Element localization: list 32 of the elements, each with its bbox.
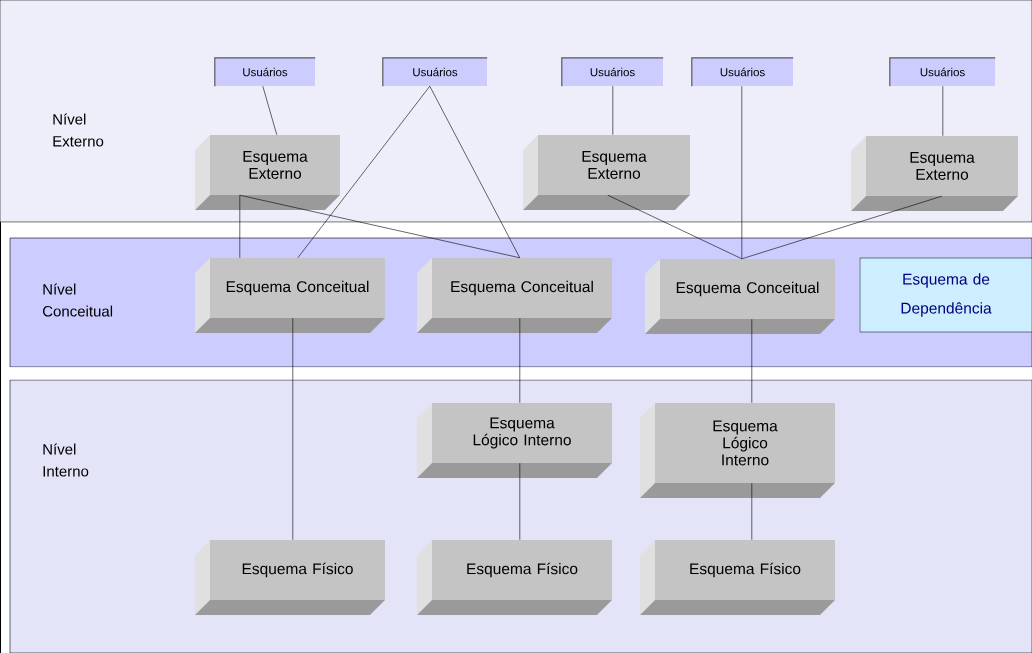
user-box: Usuários [889, 57, 996, 87]
schema-block: Esquema Externo [851, 136, 1018, 211]
schema-block: Esquema Lógico Interno [417, 403, 612, 478]
schema-block: Esquema Físico [195, 540, 385, 615]
schema-block: Esquema Físico [417, 540, 612, 615]
note-box: Esquema de Dependência [859, 257, 1032, 333]
connector-line [741, 85, 743, 260]
schema-block: Esquema Conceitual [195, 258, 385, 333]
connector-line [607, 194, 743, 260]
schema-block: Esquema Lógico Interno [640, 403, 835, 498]
connector-line [741, 195, 943, 260]
user-box: Usuários [691, 57, 794, 87]
connector-line [942, 85, 944, 137]
schema-block: Esquema Externo [195, 135, 340, 210]
schema-block: Esquema Externo [523, 135, 690, 210]
user-box: Usuários [382, 57, 488, 87]
user-box: Usuários [214, 57, 316, 87]
connector-line [239, 194, 521, 259]
connector-line [292, 317, 294, 541]
schema-block: Esquema Físico [640, 540, 835, 615]
connector-line [262, 85, 278, 136]
connector-line [612, 85, 614, 136]
user-box: Usuários [561, 57, 664, 87]
connector-line [519, 462, 521, 541]
schema-block: Esquema Conceitual [417, 258, 612, 333]
connector-line [239, 194, 241, 259]
connector-line [751, 482, 753, 541]
connector-line [429, 85, 521, 259]
connector-line [297, 85, 431, 259]
connector-line [519, 317, 521, 404]
schema-block: Esquema Conceitual [645, 259, 835, 334]
connector-line [751, 318, 753, 404]
